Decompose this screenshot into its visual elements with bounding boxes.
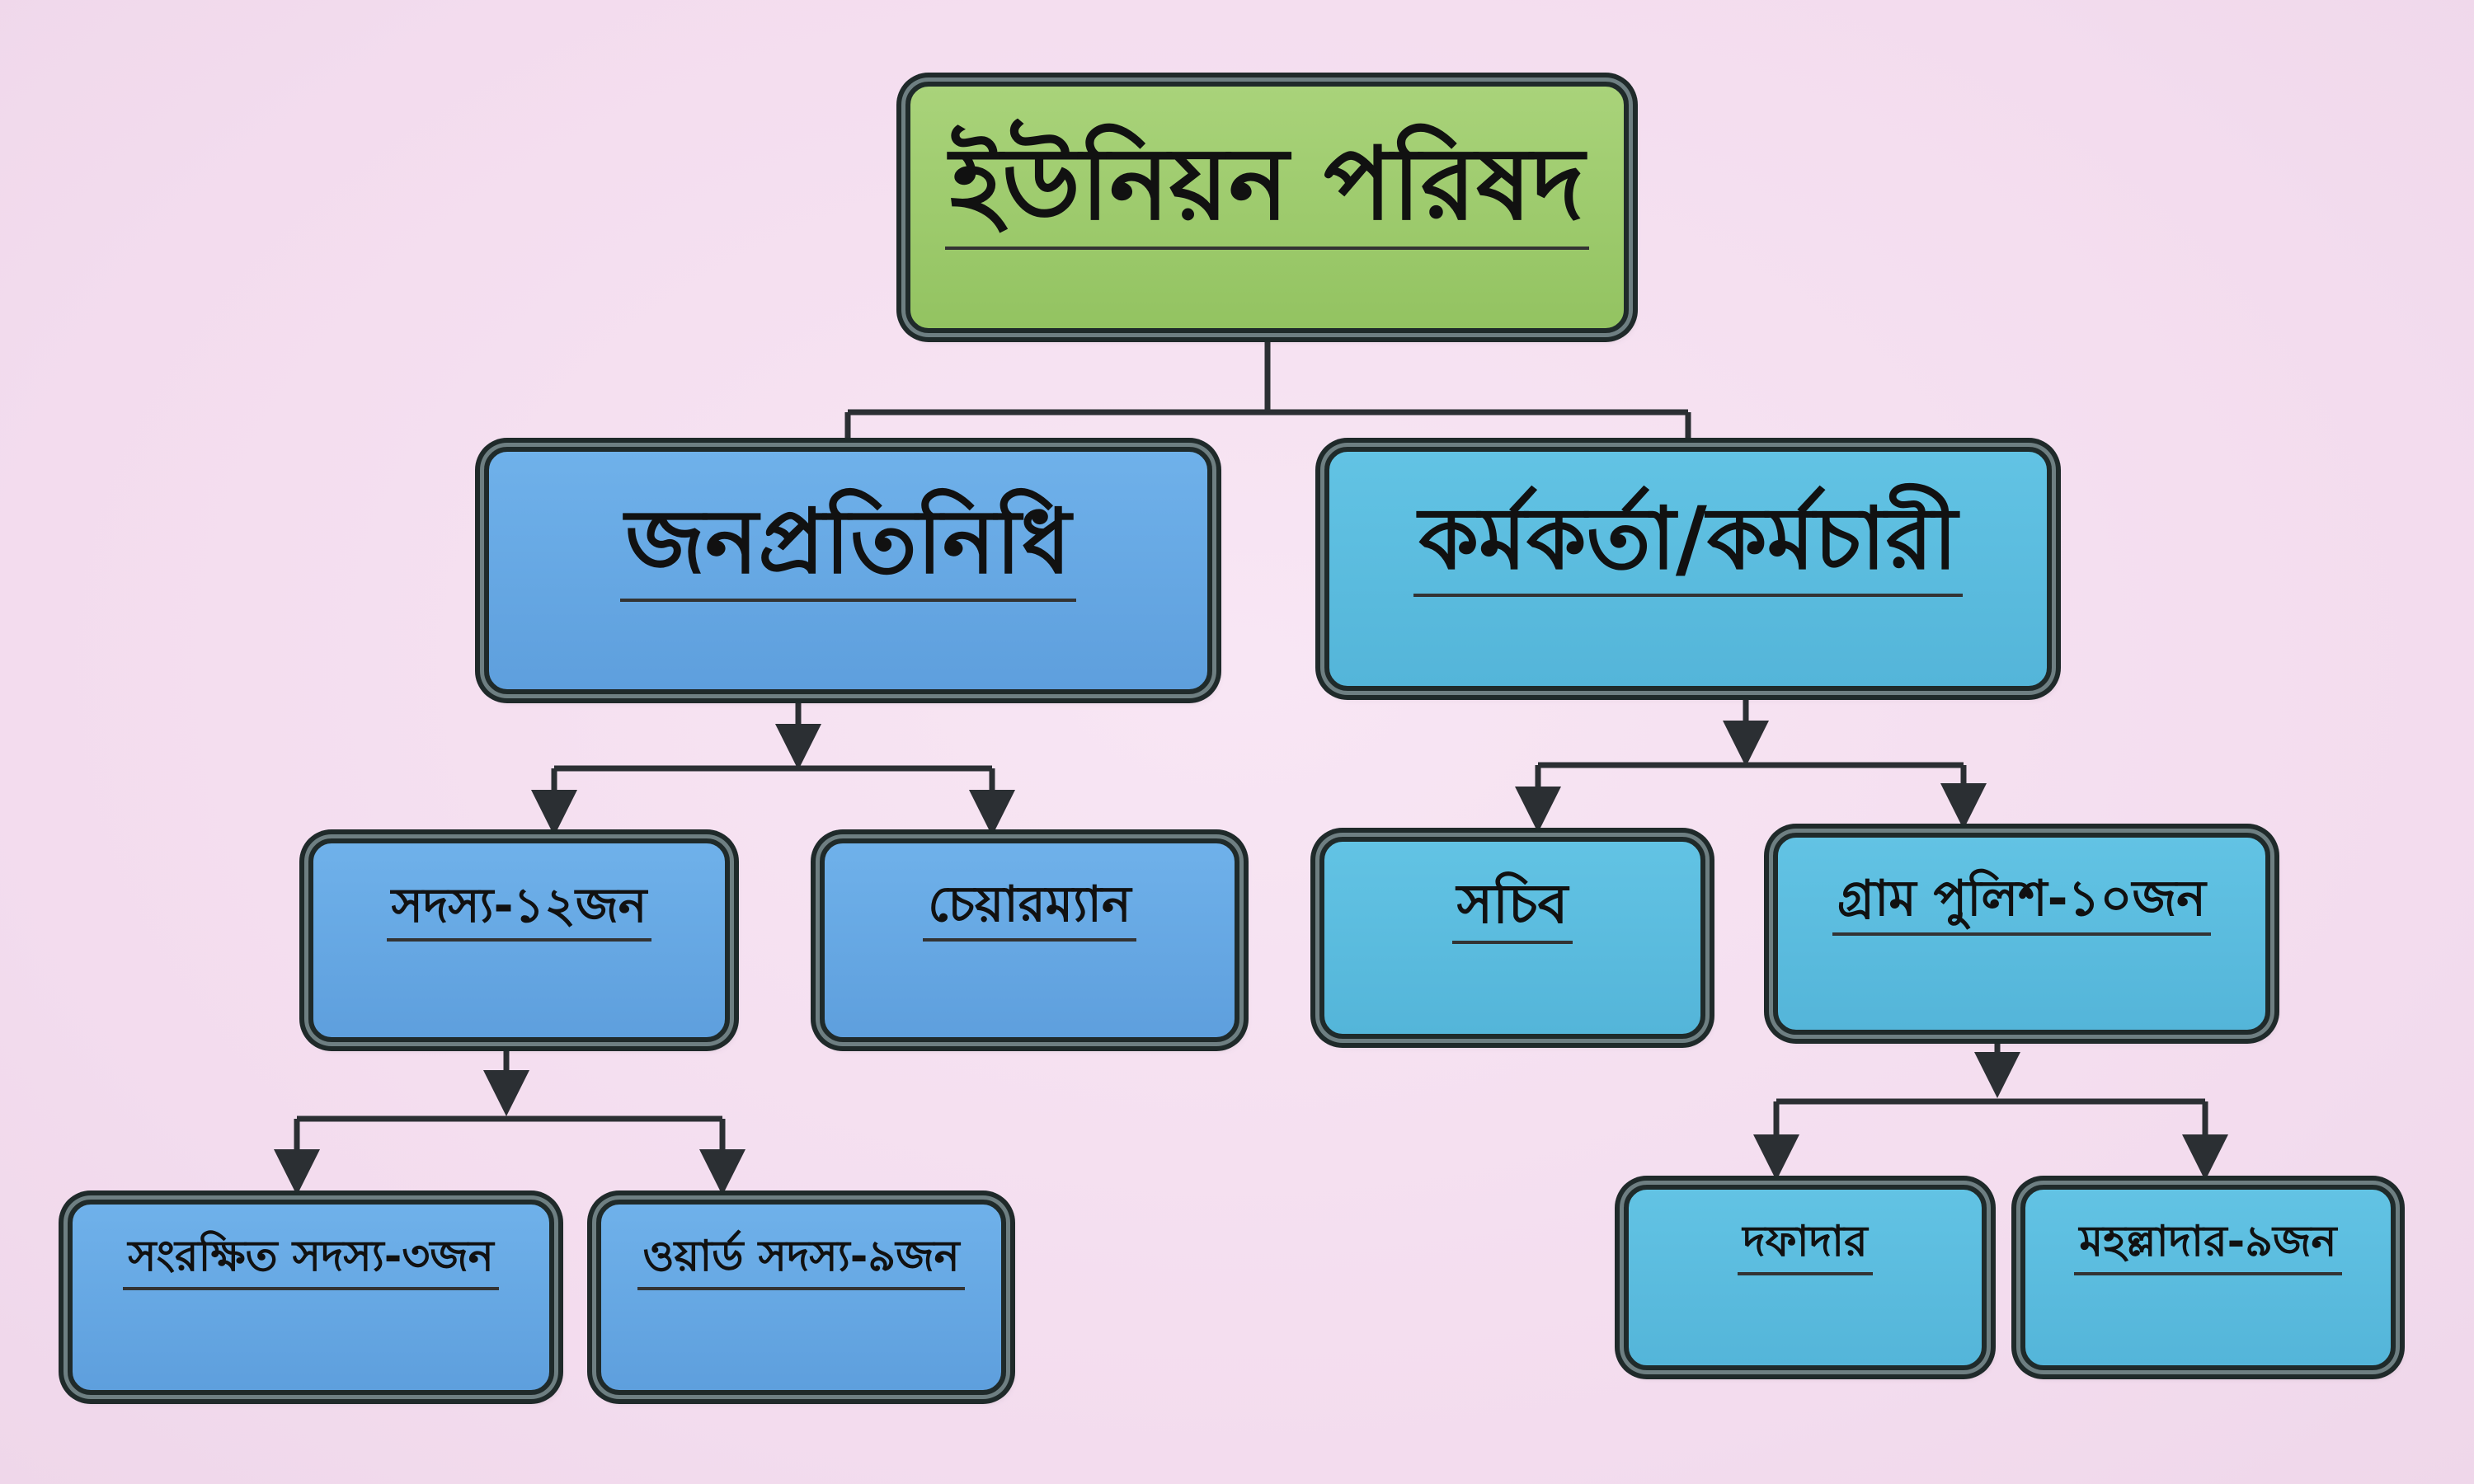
secretary-label: সচিব [1451, 873, 1573, 944]
officers-staff-node: কর্মকর্তা/কর্মচারী [1324, 447, 2052, 691]
chairman-label: চেয়ারম্যান [923, 876, 1136, 942]
mahalladar-node: মহল্লাদার-৯জন [2020, 1185, 2396, 1370]
ward-members-label: ওয়ার্ড সদস্য-৯জন [637, 1232, 965, 1290]
ward-members-node: ওয়ার্ড সদস্য-৯জন [596, 1200, 1006, 1395]
representatives-label: জনপ্রতিনিধি [620, 491, 1076, 603]
representatives-node: জনপ্রতিনিধি [484, 447, 1212, 694]
reserved-members-label: সংরক্ষিত সদস্য-৩জন [123, 1232, 499, 1290]
dafadar-label: দফাদার [1738, 1217, 1873, 1275]
chairman-node: চেয়ারম্যান [820, 838, 1239, 1042]
reserved-members-node: সংরক্ষিত সদস্য-৩জন [68, 1200, 554, 1395]
officers-staff-label: কর্মকর্তা/কর্মচারী [1413, 489, 1963, 597]
members-label: সদস্য-১২জন [386, 878, 652, 942]
dafadar-node: দফাদার [1624, 1185, 1987, 1370]
union-parishad-node: ইউনিয়ন পরিষদ [905, 82, 1629, 333]
members-node: সদস্য-১২জন [308, 838, 730, 1042]
village-police-node: গ্রাম পুলিশ-১০জন [1773, 833, 2270, 1035]
secretary-node: সচিব [1319, 837, 1705, 1039]
union-parishad-label: ইউনিয়ন পরিষদ [944, 126, 1590, 251]
mahalladar-label: মহল্লাদার-৯জন [2074, 1217, 2342, 1275]
village-police-label: গ্রাম পুলিশ-১০জন [1832, 871, 2211, 936]
